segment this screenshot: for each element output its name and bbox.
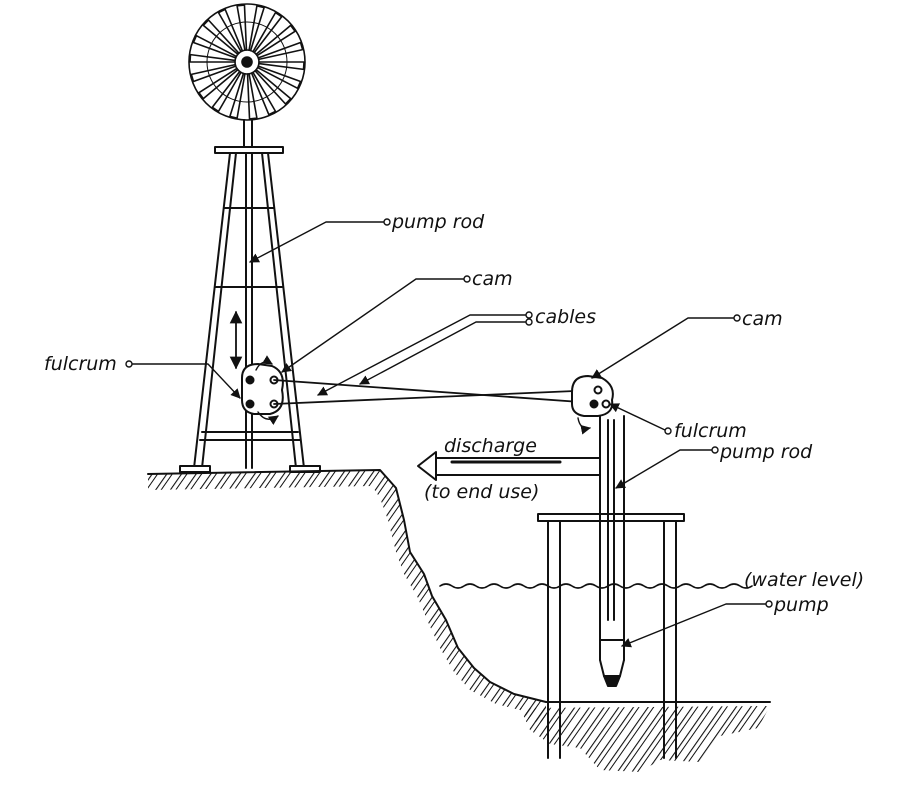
label-pump-rod-well: pump rod (719, 441, 813, 463)
tower-cam-assembly (241, 355, 284, 425)
pump-column (599, 415, 625, 687)
label-water-level: (water level) (744, 569, 864, 591)
rotor-blade (246, 73, 258, 120)
ground-profile (147, 469, 771, 772)
label-pump: pump (773, 594, 829, 616)
rotor-blade (189, 53, 236, 63)
rotor-blade (255, 24, 296, 57)
well-cam-assembly (571, 375, 614, 435)
rotor-blade (248, 5, 265, 52)
rotor-blade (190, 63, 237, 83)
rotor-blades (189, 4, 305, 120)
rotor-blade (252, 11, 283, 54)
cables (273, 379, 599, 405)
rotor-blade (229, 72, 246, 119)
label-fulcrum-tower: fulcrum (44, 353, 117, 375)
rotor-blade (256, 65, 302, 90)
windmill-rotor (188, 3, 306, 121)
rotor-blade (250, 71, 277, 116)
label-to-end-use: (to end use) (424, 481, 539, 503)
label-cam-tower: cam (472, 268, 513, 290)
label-fulcrum-well: fulcrum (674, 420, 747, 442)
leader-lines (125, 218, 773, 648)
rotor-blade (211, 70, 242, 113)
rotor-blade (236, 4, 248, 51)
windmill-tower (179, 119, 321, 473)
rotor-blade (257, 41, 304, 61)
label-discharge: discharge (444, 435, 537, 457)
label-pump-rod-tower: pump rod (391, 211, 485, 233)
rotor-blade (202, 19, 240, 56)
rotor-blade (198, 67, 239, 100)
rotor-blade (258, 61, 305, 71)
label-cam-well: cam (742, 308, 783, 330)
rotor-blade (192, 34, 238, 59)
label-cables: cables (535, 306, 596, 328)
water-surface (439, 583, 753, 589)
well-casing (537, 513, 685, 759)
tower-pump-rod (245, 152, 253, 469)
rotor-blade (254, 68, 292, 105)
rotor-blade (217, 8, 244, 53)
